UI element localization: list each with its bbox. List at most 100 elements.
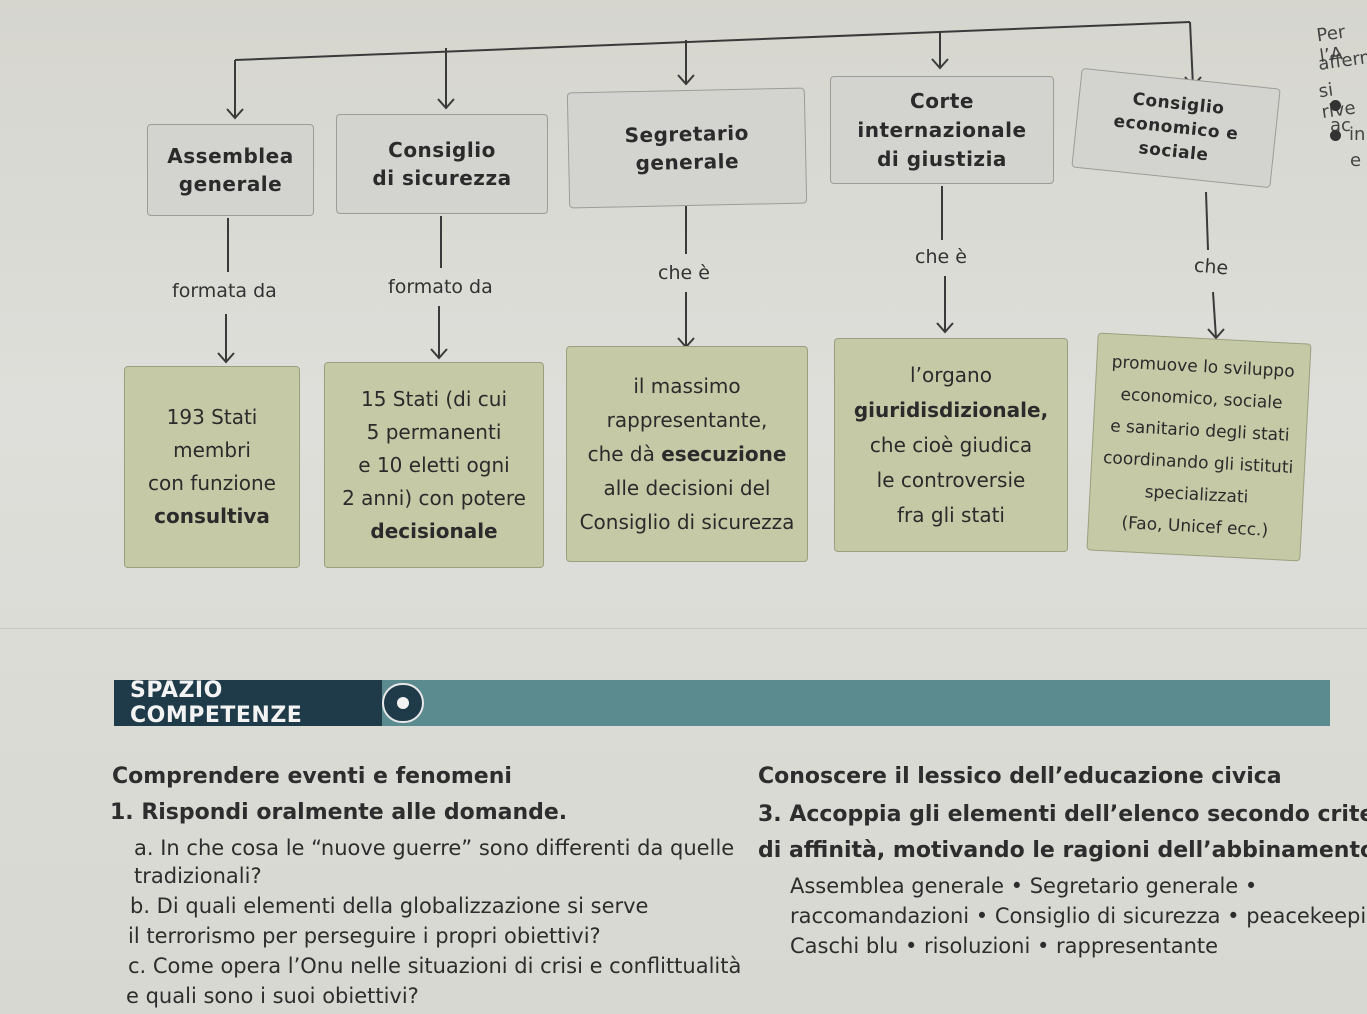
description-line: decisionale (342, 515, 526, 548)
description-text: il massimo (633, 374, 741, 398)
description-text: consultiva (154, 504, 270, 528)
description-text: (Fao, Unicef ecc.) (1120, 513, 1269, 541)
question-line: e quali sono i suoi obiettivi? (126, 984, 419, 1008)
node-title-line: Corte (910, 88, 974, 113)
description-line: 15 Stati (di cui (342, 383, 526, 416)
banner-title: SPAZIO COMPETENZE (114, 678, 382, 728)
description-text: specializzati (1144, 482, 1249, 508)
description-line: rappresentante, (580, 403, 795, 437)
description-line: membri (148, 434, 276, 467)
arrow-head (677, 74, 695, 86)
connector-label: formata da (172, 280, 277, 302)
section-title-right: Conoscere il lessico dell’educazione civ… (758, 764, 1282, 789)
spazio-competenze-banner: SPAZIO COMPETENZE (114, 678, 1330, 728)
description-text: 5 permanenti (366, 419, 502, 444)
description-line: l’organo (854, 358, 1048, 393)
description-line: consultiva (148, 500, 276, 533)
description-line: 2 anni) con potere (342, 482, 526, 515)
link-line (1212, 291, 1217, 339)
description-text: membri (173, 438, 251, 462)
description-line: 5 permanenti (342, 416, 526, 449)
connector-label: formato da (388, 276, 493, 298)
bullet-dot-icon (1330, 99, 1341, 111)
description-line: e 10 eletti ogni (342, 449, 526, 482)
node-title-line: di sicurezza (372, 166, 512, 190)
description-text: giuridisdizionale, (853, 397, 1049, 422)
description-text: promuove lo sviluppo (1111, 352, 1296, 382)
description-text: con funzione (148, 471, 276, 495)
term-list-line: raccomandazioni • Consiglio di sicurezza… (790, 904, 1367, 928)
description-text: fra gli stati (897, 502, 1005, 527)
desc-assemblea: 193 Stati membri con funzione consultiva (124, 366, 300, 568)
description-text: alle decisioni del (603, 476, 771, 500)
arrow-head (430, 348, 448, 360)
description-bold-text: esecuzione (661, 442, 787, 466)
node-assemblea-generale: Assemblea generale (147, 124, 314, 216)
description-line: alle decisioni del (580, 471, 795, 505)
description-text: e 10 eletti ogni (358, 452, 510, 477)
connector-label: che (1193, 254, 1230, 280)
description-line: 193 Stati (148, 401, 276, 434)
desc-corte: l’organo giuridisdizionale, che cioè giudi… (834, 338, 1068, 552)
description-text: le controversie (876, 467, 1026, 492)
question-line: tradizionali? (134, 864, 262, 888)
description-line: fra gli stati (854, 498, 1048, 533)
connector-label: che è (658, 262, 710, 284)
description-text: Consiglio di sicurezza (579, 510, 795, 534)
description-text: l’organo (910, 362, 992, 387)
side-text-extra: e (1350, 150, 1362, 171)
link-line (1205, 191, 1209, 251)
description-text: rappresentante, (606, 408, 768, 432)
side-bullet-item: in (1330, 124, 1365, 145)
bullet-dot-icon (1330, 129, 1341, 141)
arrow-head (936, 322, 954, 334)
term-list-line: Assemblea generale • Segretario generale… (790, 874, 1258, 898)
node-title-line: di giustizia (877, 146, 1007, 171)
arrow-head (437, 98, 455, 110)
top-bus-line (234, 21, 1191, 61)
description-line: il massimo (580, 369, 795, 403)
node-title-line: generale (178, 172, 283, 196)
description-text: coordinando gli istituti (1102, 448, 1294, 478)
term-list-line: Caschi blu • risoluzioni • rappresentant… (790, 934, 1219, 958)
arrow-head (931, 58, 949, 70)
question-line: a. In che cosa le “nuove guerre” sono di… (134, 836, 735, 860)
description-line: le controversie (854, 463, 1048, 498)
arrow-head (226, 108, 244, 120)
description-text: e sanitario degli stati (1109, 416, 1290, 446)
description-line: che dà esecuzione (580, 437, 795, 471)
node-title-line: Consiglio (388, 138, 496, 162)
desc-segretario: il massimo rappresentante, che dà esecuzio… (566, 346, 808, 562)
node-consiglio-sicurezza: Consiglio di sicurezza (336, 114, 548, 214)
description-text: 193 Stati (166, 405, 258, 429)
node-title-line: generale (635, 148, 740, 176)
arrow-head (217, 352, 235, 364)
desc-consiglio-sicurezza: 15 Stati (di cui 5 permanenti e 10 eletti … (324, 362, 544, 568)
description-text: decisionale (370, 518, 498, 543)
connector-label: che è (915, 246, 967, 268)
question-line: c. Come opera l’Onu nelle situazioni di … (128, 954, 742, 978)
banner-dot-icon (382, 683, 424, 723)
node-title-line: internazionale (857, 117, 1027, 142)
question-line: il terrorismo per perseguire i propri ob… (128, 924, 601, 948)
description-text: 15 Stati (di cui (361, 386, 507, 411)
description-text: che cioè giudica (869, 432, 1033, 457)
description-line: Consiglio di sicurezza (580, 505, 795, 539)
node-corte-internazionale: Corte internazionale di giustizia (830, 76, 1054, 184)
section-title-left: Comprendere eventi e fenomeni (112, 764, 512, 789)
exercise-1-title: 1. Rispondi oralmente alle domande. (110, 800, 568, 825)
description-line: giuridisdizionale, (854, 393, 1048, 428)
node-title-line: Assemblea (167, 144, 294, 168)
exercise-3-title-line1: 3. Accoppia gli elementi dell’elenco sec… (758, 802, 1367, 827)
description-line: che cioè giudica (854, 428, 1048, 463)
side-bullet-text: in (1349, 124, 1366, 145)
drop-line (1189, 21, 1194, 87)
description-line: con funzione (148, 467, 276, 500)
description-text: 2 anni) con potere (342, 485, 526, 510)
divider (0, 628, 1367, 629)
question-line: b. Di quali elementi della globalizzazio… (130, 894, 649, 918)
description-text: che dà (587, 442, 662, 466)
